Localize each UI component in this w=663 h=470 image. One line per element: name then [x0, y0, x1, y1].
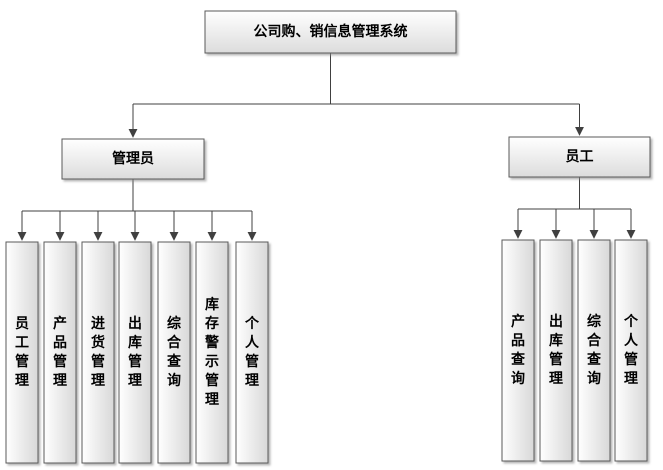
leaf-node-staff-3: 个人管理 [614, 239, 648, 462]
root-box [204, 10, 457, 54]
leaf-node-admin-1: 产品管理 [43, 241, 77, 464]
leaf-box-admin-3 [118, 241, 152, 464]
branch-box-admin [61, 138, 205, 180]
leaf-label-admin-2: 进货管理 [90, 316, 105, 389]
leaf-node-staff-1: 出库管理 [539, 239, 573, 462]
leaf-node-admin-6: 个人管理 [235, 241, 269, 464]
branch-node-admin: 管理员 [61, 138, 205, 180]
leaf-node-admin-0: 员工管理 [5, 241, 39, 464]
leaf-label-staff-0: 产品查询 [511, 313, 526, 387]
leaf-label-staff-3: 个人管理 [623, 313, 639, 387]
branch-box-staff [508, 136, 651, 178]
leaf-node-admin-2: 进货管理 [81, 241, 115, 464]
leaf-box-admin-0 [5, 241, 39, 464]
leaf-box-admin-4 [157, 241, 191, 464]
leaf-label-staff-2: 综合查询 [587, 313, 602, 387]
leaf-label-admin-3: 出库管理 [128, 315, 142, 389]
leaf-box-staff-3 [614, 239, 648, 462]
leaf-box-admin-1 [43, 241, 77, 464]
leaf-box-staff-1 [539, 239, 573, 462]
leaf-label-admin-5: 库存警示管理 [205, 296, 219, 408]
connector-lines [17, 53, 636, 241]
leaf-nodes: 员工管理 产品管理 进货管理 出库管理 综合查询 库存警示管理 个人管理 产品查询 出库管理 综合… [5, 239, 648, 464]
leaf-box-staff-2 [577, 239, 611, 462]
leaf-node-admin-3: 出库管理 [118, 241, 152, 464]
leaf-box-admin-6 [235, 241, 269, 464]
root-label: 公司购、销信息管理系统 [254, 23, 408, 40]
leaf-box-admin-2 [81, 241, 115, 464]
leaf-node-admin-4: 综合查询 [157, 241, 191, 464]
leaf-label-admin-6: 个人管理 [244, 315, 260, 389]
leaf-label-admin-4: 综合查询 [167, 315, 182, 389]
root-node: 公司购、销信息管理系统 [204, 10, 457, 54]
leaf-label-staff-1: 出库管理 [549, 313, 563, 387]
leaf-box-staff-0 [501, 239, 535, 462]
leaf-node-admin-5: 库存警示管理 [195, 241, 229, 464]
branch-node-staff: 员工 [508, 136, 651, 178]
branch-label-admin: 管理员 [112, 150, 154, 167]
leaf-label-admin-1: 产品管理 [53, 315, 67, 389]
branch-label-staff: 员工 [566, 149, 594, 165]
leaf-node-staff-2: 综合查询 [577, 239, 611, 462]
leaf-box-admin-5 [195, 241, 229, 464]
leaf-label-admin-0: 员工管理 [15, 316, 29, 389]
leaf-node-staff-0: 产品查询 [501, 239, 535, 462]
